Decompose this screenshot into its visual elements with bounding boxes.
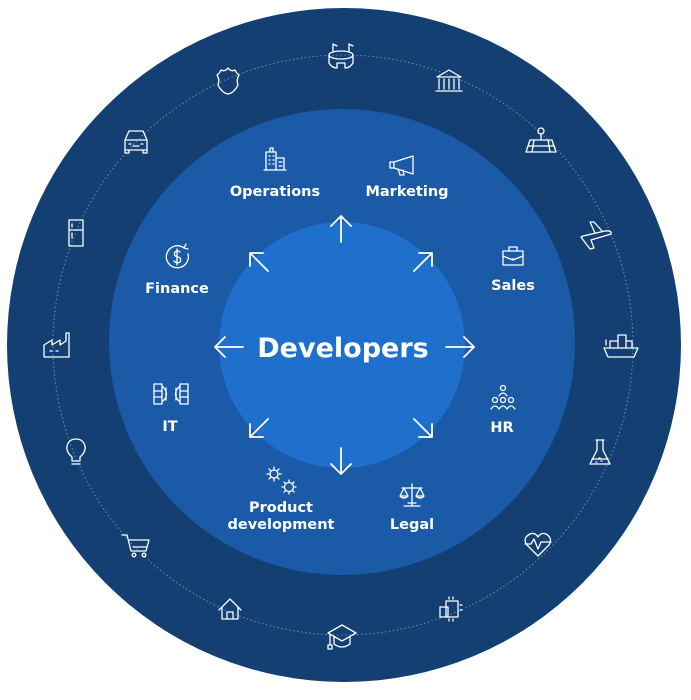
arrow-down-left-icon (249, 418, 269, 438)
airplane-icon (580, 221, 612, 250)
department-legal[interactable]: Legal (390, 483, 434, 533)
factory-icon (43, 332, 70, 358)
arrow-up-right-icon (413, 252, 433, 272)
arrow-up-left-icon (249, 252, 269, 272)
refrigerator-icon (68, 219, 84, 247)
department-marketing[interactable]: Marketing (365, 155, 449, 200)
stadium-icon (328, 43, 354, 69)
scales-icon (399, 483, 425, 507)
department-label: Operations (230, 184, 320, 200)
arrow-down-right-icon (413, 418, 433, 438)
department-sales[interactable]: Sales (491, 246, 535, 294)
heart-pulse-icon (524, 532, 552, 557)
chip-device-icon (439, 596, 463, 622)
arrow-down-icon (330, 447, 352, 475)
arrow-right-icon (445, 336, 475, 358)
briefcase-icon (502, 246, 524, 266)
gears-icon (266, 466, 297, 495)
department-label-line2: development (227, 517, 334, 533)
dollar-cycle-icon (165, 243, 189, 269)
graduation-cap-icon (327, 624, 357, 650)
arrow-left-icon (214, 336, 244, 358)
bank-icon (435, 69, 463, 92)
map-pin-icon (525, 127, 557, 153)
department-hr[interactable]: HR (490, 384, 516, 437)
department-operations[interactable]: Operations (230, 147, 320, 200)
people-org-icon (490, 384, 516, 410)
arrow-up-icon (330, 215, 352, 243)
department-label: Legal (390, 517, 434, 533)
server-icon (153, 383, 189, 405)
house-icon (218, 598, 242, 620)
car-icon (124, 130, 148, 154)
police-badge-icon (216, 67, 240, 95)
department-label: Finance (145, 281, 209, 297)
department-label: Marketing (365, 184, 448, 200)
inner-circle-developers (219, 222, 465, 468)
center-title: Developers (257, 333, 428, 364)
department-label-line1: Product (249, 500, 313, 516)
industry-icons (43, 43, 639, 650)
department-product-development[interactable]: Product development (227, 466, 335, 533)
office-building-icon (263, 147, 287, 171)
department-label: IT (162, 419, 177, 435)
department-label: Sales (491, 278, 535, 294)
department-it[interactable]: IT (153, 383, 189, 435)
department-finance[interactable]: Finance (145, 243, 209, 297)
shopping-cart-icon (121, 534, 150, 558)
cargo-ship-icon (603, 334, 639, 358)
flask-icon (589, 439, 611, 465)
department-label: HR (490, 420, 513, 436)
industry-dashed-ring (52, 54, 634, 636)
lightbulb-icon (66, 438, 86, 465)
arrows (214, 215, 475, 475)
megaphone-icon (389, 155, 414, 176)
